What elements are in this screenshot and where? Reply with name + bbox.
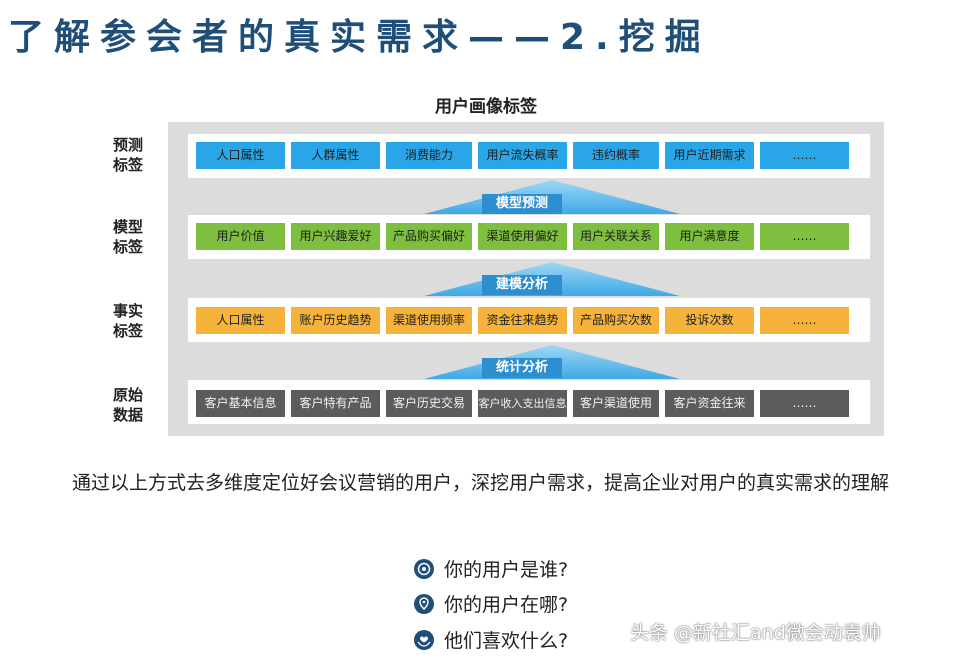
description-text: 通过以上方式去多维度定位好会议营销的用户，深挖用户需求，提高企业对用户的真实需求… [72,472,890,494]
tag-cell: 用户流失概率 [478,142,567,169]
tag-cell: 渠道使用频率 [386,307,472,334]
row-label-model: 模型 标签 [112,218,143,256]
heart-hands-icon [414,629,434,650]
question-text: 你的用户是谁? [444,559,569,581]
tag-cell: …… [760,390,849,417]
tag-cell: 人口属性 [196,307,285,334]
location-icon [414,593,434,614]
tag-cell: 客户收入支出信息 [478,390,567,417]
arrow-label: 统计分析 [482,358,562,378]
tag-cell: 资金往来趋势 [478,307,567,334]
tag-cell: 用户兴趣爱好 [291,223,380,250]
tag-cell: 客户基本信息 [196,390,285,417]
row-label-fact: 事实 标签 [112,302,143,340]
tag-cell: 产品购买次数 [573,307,659,334]
tag-cell: 用户价值 [196,223,285,250]
diagram-title: 用户画像标签 [435,97,537,117]
question-item: 你的用户在哪? [414,591,568,619]
question-text: 他们喜欢什么? [444,630,569,652]
tag-cell: 客户渠道使用 [573,390,659,417]
arrow-label: 模型预测 [482,194,562,214]
page-title: 了解参会者的真实需求——2.挖掘 [8,17,711,58]
tag-cell: 客户历史交易 [386,390,472,417]
tag-cell: 客户特有产品 [291,390,380,417]
row-label-predict: 预测 标签 [112,136,143,174]
tag-cell: …… [760,223,849,250]
tag-cell: 投诉次数 [665,307,754,334]
tag-cell: 用户关联关系 [573,223,659,250]
tag-cell: 人口属性 [196,142,285,169]
tag-cell: 渠道使用偏好 [478,223,567,250]
tag-cell: 产品购买偏好 [386,223,472,250]
tag-cell: 用户近期需求 [665,142,754,169]
question-text: 你的用户在哪? [444,594,569,616]
question-item: 你的用户是谁? [414,556,568,584]
arrow-label: 建模分析 [482,275,562,295]
question-item: 他们喜欢什么? [414,627,568,655]
tag-cell: 用户满意度 [665,223,754,250]
tag-cell: 违约概率 [573,142,659,169]
target-icon [414,558,434,579]
watermark-text: 头条 @新社汇and微会动袁帅 [630,622,881,644]
tag-cell: 账户历史趋势 [291,307,380,334]
tag-cell: 人群属性 [291,142,380,169]
tag-cell: 消费能力 [386,142,472,169]
tag-cell: …… [760,307,849,334]
tag-cell: 客户资金往来 [665,390,754,417]
row-label-raw: 原始 数据 [112,386,143,424]
tag-cell: …… [760,142,849,169]
